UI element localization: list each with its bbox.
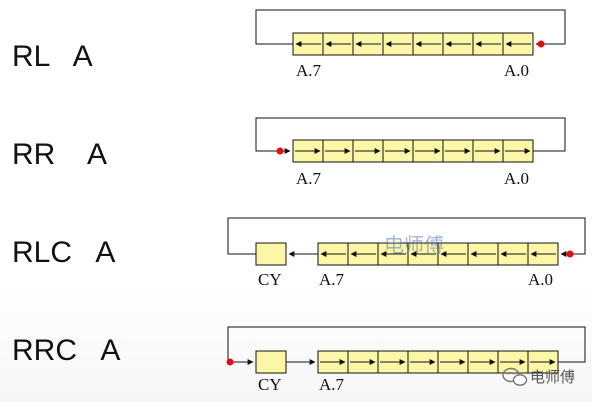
- rlc-msb-label: A.7: [319, 270, 345, 289]
- instruction-rlc-a: RLC A: [12, 236, 116, 269]
- rrc-carry-cell: [255, 350, 287, 374]
- rl-lsb-label: A.0: [504, 61, 529, 80]
- wechat-icon: [502, 367, 528, 386]
- badge-text: 电师傅: [530, 368, 575, 386]
- rl-feedback-path: [255, 9, 566, 47]
- rrc-entry-dot: [226, 358, 234, 366]
- instruction-rl-a: RL A: [12, 40, 93, 73]
- rlc-carry-cell: [255, 242, 287, 266]
- rrc-carry-label: CY: [258, 375, 282, 394]
- rr-entry-dot: [276, 147, 284, 155]
- rlc-lsb-label: A.0: [528, 270, 553, 289]
- instruction-rr-a: RR A: [12, 138, 108, 171]
- rlc-carry-label: CY: [258, 270, 282, 289]
- rr-feedback-path: [255, 117, 566, 154]
- rlc-feedback-path: [227, 217, 586, 257]
- rr-lsb-label: A.0: [504, 169, 529, 188]
- rrc-msb-label: A.7: [319, 375, 345, 394]
- watermark-text: 电师傅: [384, 233, 444, 257]
- rlc-entry-dot: [566, 250, 574, 258]
- instruction-rrc-a: RRC A: [12, 334, 121, 367]
- rr-msb-label: A.7: [296, 169, 322, 188]
- rl-msb-label: A.7: [296, 61, 322, 80]
- rl-entry-dot: [537, 40, 545, 48]
